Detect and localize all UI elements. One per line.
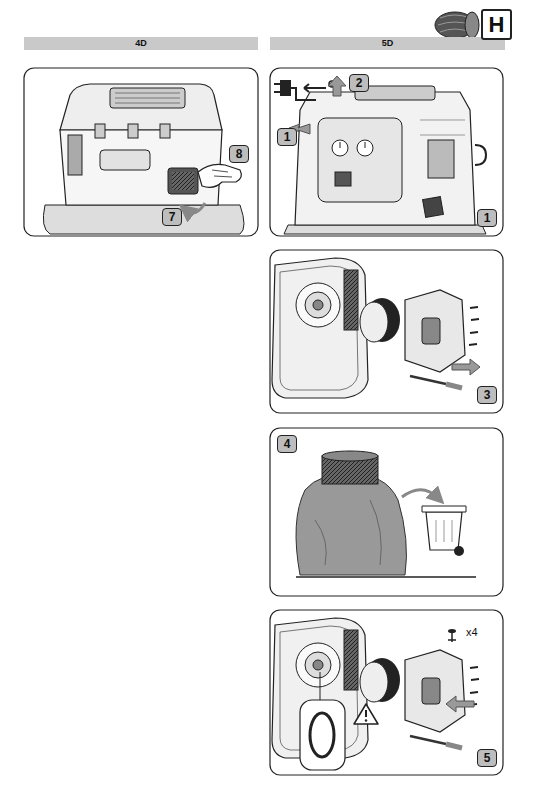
- drawing-use: [272, 258, 479, 398]
- drawing-rect: [270, 610, 503, 775]
- drawing-path: [315, 500, 381, 565]
- callout-number: 4: [277, 435, 297, 453]
- drawing-rect: [423, 197, 444, 218]
- drawing-line: [365, 710, 367, 717]
- section-band: 4D: [24, 37, 258, 50]
- drawing-ellipse: [322, 451, 378, 461]
- drawing-circle: [454, 546, 464, 556]
- drawing-rect: [428, 140, 454, 178]
- node-text: 4D: [135, 38, 147, 49]
- drawing-rect: [172, 172, 194, 190]
- drawing-ellipse: [310, 713, 334, 757]
- callout-number: 3: [477, 386, 497, 404]
- drawing-rect: [100, 150, 150, 170]
- drawing-rect: [160, 124, 170, 138]
- callout-number: 2: [349, 74, 369, 92]
- drawing-rect: [128, 124, 138, 138]
- callout-number: 1: [277, 128, 297, 146]
- drawing-path: [274, 84, 280, 92]
- drawing-path: [354, 704, 378, 724]
- node-text: 8: [236, 147, 243, 161]
- drawing-path: [446, 696, 474, 712]
- drawing-rect: [318, 118, 402, 202]
- drawing-path: [284, 225, 486, 234]
- drawing-path: [296, 475, 406, 575]
- drawing-path: [291, 88, 316, 100]
- drawing-path: [436, 520, 452, 542]
- drawing-ellipse: [448, 629, 456, 633]
- drawing-path: [43, 205, 244, 234]
- drawing-path: [448, 632, 456, 642]
- drawing-path: [60, 130, 222, 205]
- drawing-ellipse: [313, 716, 331, 754]
- drawing-rect: [270, 428, 503, 596]
- section-band: 5D: [270, 37, 505, 50]
- drawing-path: [426, 512, 462, 550]
- drawing-path: [420, 120, 465, 135]
- filter-class-icon: H: [481, 9, 512, 40]
- drawing-path: [402, 490, 438, 498]
- drawing-line: [296, 576, 476, 578]
- drawing-rect: [270, 68, 503, 236]
- node-text: 1: [284, 130, 291, 144]
- drawing-line: [320, 672, 321, 700]
- node-text: 3: [484, 388, 491, 402]
- drawing-path: [295, 92, 475, 225]
- node-text: 1: [484, 211, 491, 225]
- drawing-path: [422, 506, 466, 512]
- drawing-circle: [365, 719, 367, 721]
- node-text: 5D: [382, 38, 394, 49]
- drawing-ellipse: [465, 12, 479, 38]
- drawing-rect: [168, 168, 198, 194]
- drawing-path: [186, 203, 205, 213]
- drawing-rect: [335, 172, 351, 186]
- drawing-rect: [300, 700, 345, 770]
- drawing-path: [304, 84, 326, 92]
- drawing-path: [115, 93, 180, 103]
- drawing-path: [198, 164, 241, 187]
- quantity-label: x4: [466, 626, 478, 639]
- node-text: H: [489, 13, 505, 37]
- drawing-path: [60, 84, 222, 130]
- callout-number: 7: [162, 208, 182, 226]
- drawing-rect: [68, 135, 82, 175]
- node-text: 4: [284, 437, 291, 451]
- node-text: 7: [169, 210, 176, 224]
- node-text: 5: [484, 751, 491, 765]
- drawing-path: [212, 170, 232, 177]
- callout-number: 5: [477, 749, 497, 767]
- drawing-rect: [110, 88, 185, 108]
- drawing-rect: [280, 80, 291, 96]
- drawing-path: [340, 142, 365, 148]
- callout-number: 1: [477, 209, 497, 227]
- callout-number: 8: [229, 145, 249, 163]
- drawing-rect: [270, 250, 503, 413]
- drawing-rect: [24, 68, 258, 236]
- drawing-rect: [95, 124, 105, 138]
- drawing-path: [475, 145, 486, 165]
- node-text: 2: [356, 76, 363, 90]
- drawing-path: [328, 76, 346, 96]
- drawing-path: [452, 359, 480, 375]
